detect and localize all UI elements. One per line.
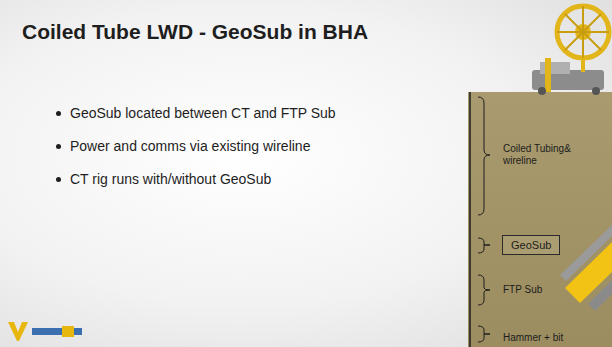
section-label: FTP Sub: [503, 284, 603, 296]
bullet-dot: [56, 177, 61, 182]
component-label: GeoSub: [511, 239, 551, 251]
bullet-dot: [56, 144, 61, 149]
borehole-panel: [468, 92, 612, 347]
borehole-panel: Coiled Tubing& wirelineFTP SubHammer + b…: [468, 92, 612, 347]
chevron-decoration: [560, 225, 612, 311]
string-line: [469, 92, 471, 347]
section-label: Coiled Tubing& wireline: [503, 143, 573, 167]
bullet-text: CT rig runs with/without GeoSub: [70, 171, 271, 187]
bullet-dot: [56, 111, 61, 116]
bullet-text: Power and comms via existing wireline: [70, 138, 310, 154]
braces: [478, 97, 490, 342]
component-box: GeoSub: [502, 235, 560, 255]
section-label: Hammer + bit: [503, 332, 603, 344]
slide-title: Coiled Tube LWD - GeoSub in BHA: [22, 20, 368, 44]
bullet-text: GeoSub located between CT and FTP Sub: [70, 105, 336, 121]
ct-rig-illustration: [532, 6, 609, 95]
company-logo: [8, 322, 82, 341]
